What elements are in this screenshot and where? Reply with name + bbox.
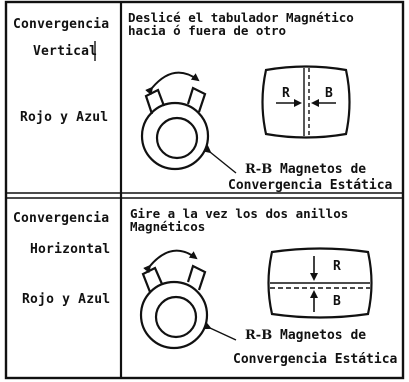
row2-box-label-b: B xyxy=(333,294,341,309)
row2-instruction-line1: Gire a la vez los dos anillos xyxy=(130,206,349,221)
magnet-ring-1 xyxy=(140,86,210,171)
row2-rb-label: R-B xyxy=(245,328,273,343)
screen-box-1 xyxy=(261,65,351,139)
row2-box-label-r: R xyxy=(333,259,341,274)
row2-title-line2: Horizontal xyxy=(30,242,111,257)
row2-caption-line1: R-B Magnetos de xyxy=(245,328,366,343)
row2-instruction-line2: Magnéticos xyxy=(130,219,206,234)
rotation-arrow-1 xyxy=(145,71,200,96)
row2-caption-line2: Convergencia Estática xyxy=(233,352,398,367)
row1-box-label-r: R xyxy=(282,86,290,101)
row1-box-label-b: B xyxy=(325,86,333,101)
row1-rb-label: R-B xyxy=(245,162,273,177)
table-grid xyxy=(4,0,405,380)
screen-box-2 xyxy=(267,247,373,319)
row2-title-line1: Convergencia xyxy=(13,211,110,226)
row1-instruction-line2: hacia ó fuera de otro xyxy=(128,23,287,38)
row1-title-line2: Vertical xyxy=(33,44,98,59)
row1-instruction-line1: Deslicé el tabulador Magnético xyxy=(128,10,354,25)
pointer-line-1 xyxy=(202,145,237,174)
row1-colors: Rojo y Azul xyxy=(20,110,109,125)
pointer-line-2 xyxy=(202,321,237,341)
row1-caption-text: Magnetos de xyxy=(280,162,367,177)
rotation-arrow-2 xyxy=(143,249,198,274)
row1-caption-line1: R-B Magnetos de xyxy=(245,162,366,177)
row2-caption-text: Magnetos de xyxy=(280,328,367,343)
row2-colors: Rojo y Azul xyxy=(22,292,111,307)
row1-title-line1: Convergencia xyxy=(13,17,110,32)
magnet-ring-2 xyxy=(139,264,209,350)
row1-caption-line2: Convergencia Estática xyxy=(228,178,393,193)
